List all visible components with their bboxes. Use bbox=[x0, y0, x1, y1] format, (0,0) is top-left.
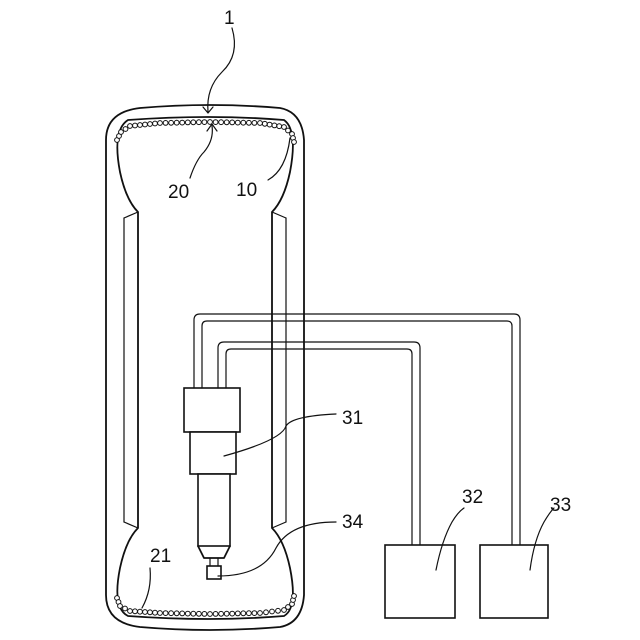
label-unit-32: 32 bbox=[462, 487, 483, 508]
bead bbox=[235, 611, 240, 616]
leader-31 bbox=[224, 414, 336, 456]
upper-bead-chain bbox=[115, 120, 297, 145]
leader-21 bbox=[142, 568, 150, 608]
bead bbox=[174, 120, 179, 125]
bead bbox=[276, 608, 281, 613]
bead bbox=[128, 609, 133, 614]
label-inner-surface-10: 10 bbox=[236, 180, 257, 201]
unit-33-box bbox=[480, 545, 548, 618]
bead bbox=[270, 609, 275, 614]
bead bbox=[247, 120, 252, 125]
right-bottom-transition bbox=[272, 522, 286, 528]
bead bbox=[133, 123, 138, 128]
label-nozzle-34: 34 bbox=[342, 512, 364, 533]
bead bbox=[247, 611, 252, 616]
leader-1 bbox=[208, 28, 235, 112]
label-tire-1: 1 bbox=[224, 8, 235, 29]
bead bbox=[153, 121, 158, 126]
bead bbox=[191, 120, 196, 125]
bead bbox=[264, 610, 269, 615]
bead bbox=[143, 122, 148, 127]
bead bbox=[169, 611, 174, 616]
bead bbox=[197, 611, 202, 616]
bead bbox=[191, 611, 196, 616]
bead bbox=[153, 610, 158, 615]
bead bbox=[230, 120, 235, 125]
pipes bbox=[194, 314, 520, 545]
bead bbox=[286, 128, 291, 133]
bead bbox=[219, 120, 224, 125]
nozzle-tip bbox=[207, 566, 221, 579]
label-device-31: 31 bbox=[342, 408, 363, 429]
label-bead-chain-21: 21 bbox=[150, 546, 171, 567]
bead bbox=[180, 120, 185, 125]
device-upper-block bbox=[184, 388, 240, 432]
label-bead-chain-20: 20 bbox=[168, 182, 189, 203]
bead bbox=[252, 121, 257, 126]
device-31 bbox=[184, 388, 240, 579]
bead bbox=[158, 611, 163, 616]
pipe-to-32-outer bbox=[218, 342, 420, 545]
bead bbox=[277, 124, 282, 129]
device-probe-taper bbox=[198, 546, 230, 558]
bead bbox=[213, 612, 218, 617]
bead bbox=[292, 594, 297, 599]
bead bbox=[224, 120, 229, 125]
bead bbox=[119, 130, 124, 135]
bead bbox=[202, 120, 207, 125]
bead bbox=[169, 120, 174, 125]
bead bbox=[118, 604, 123, 609]
leader-34 bbox=[218, 522, 336, 576]
bead bbox=[123, 127, 128, 132]
bead bbox=[163, 121, 168, 126]
device-probe-body bbox=[198, 474, 230, 546]
bead bbox=[235, 120, 240, 125]
bead bbox=[143, 610, 148, 615]
leader-20 bbox=[190, 126, 212, 178]
bead bbox=[252, 611, 257, 616]
bead bbox=[282, 125, 287, 130]
bead bbox=[267, 122, 272, 127]
bead bbox=[258, 121, 263, 126]
bead bbox=[148, 122, 153, 127]
bead bbox=[138, 123, 143, 128]
bead bbox=[224, 611, 229, 616]
bead bbox=[241, 611, 246, 616]
bead bbox=[180, 611, 185, 616]
bead bbox=[292, 140, 297, 145]
right-top-transition bbox=[272, 212, 286, 218]
bead bbox=[158, 121, 163, 126]
bead bbox=[185, 120, 190, 125]
bead bbox=[123, 606, 128, 611]
bead bbox=[133, 609, 138, 614]
leader-10 bbox=[268, 138, 290, 180]
bead bbox=[272, 123, 277, 128]
bead bbox=[219, 611, 224, 616]
unit-32-box bbox=[385, 545, 455, 618]
bead bbox=[241, 120, 246, 125]
bead bbox=[138, 609, 143, 614]
bead bbox=[185, 611, 190, 616]
bead bbox=[258, 611, 263, 616]
label-unit-33: 33 bbox=[550, 495, 571, 516]
device-lower-block bbox=[190, 432, 236, 474]
bead bbox=[197, 120, 202, 125]
bead bbox=[174, 611, 179, 616]
bead bbox=[148, 610, 153, 615]
bead bbox=[262, 121, 267, 126]
bead bbox=[128, 124, 133, 129]
lower-bead-chain bbox=[115, 594, 297, 617]
left-top-transition bbox=[124, 212, 138, 218]
left-bottom-transition bbox=[124, 522, 138, 528]
bead bbox=[208, 612, 213, 617]
bead bbox=[163, 611, 168, 616]
bead bbox=[213, 120, 218, 125]
bead bbox=[230, 611, 235, 616]
bead bbox=[202, 612, 207, 617]
